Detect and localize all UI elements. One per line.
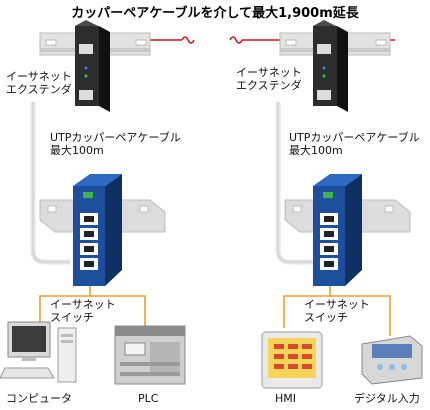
- device-label-digital-input: デジタル入力: [354, 392, 420, 405]
- device-label-hmi: HMI: [275, 392, 297, 405]
- diagram-title: カッパーペアケーブルを介して最大1,900m延長: [71, 6, 359, 21]
- ethernet-extender-right: [313, 20, 348, 112]
- device-label-plc: PLC: [138, 392, 159, 405]
- computer-icon: [0, 321, 77, 383]
- hmi-icon: [261, 331, 323, 389]
- switch-label-right: イーサネット スイッチ: [304, 298, 370, 324]
- plc-icon: [114, 325, 186, 385]
- device-label-computer: コンピュータ: [6, 392, 72, 405]
- ethernet-switch-left: [73, 174, 122, 286]
- ethernet-extender-left: [75, 20, 110, 112]
- cable-label-right: UTPカッパーペアケーブル 最大100m: [289, 131, 420, 157]
- digital-input-icon: [361, 335, 423, 385]
- ethernet-links-left: [39, 286, 146, 328]
- utp-cable-right: [275, 102, 313, 265]
- cable-label-left: UTPカッパーペアケーブル 最大100m: [50, 131, 181, 157]
- utp-cable-left: [30, 102, 70, 265]
- switch-label-left: イーサネット スイッチ: [50, 298, 116, 324]
- extender-label-left: イーサネット エクステンダ: [6, 70, 72, 96]
- extender-label-right: イーサネット エクステンダ: [236, 66, 302, 92]
- ethernet-switch-right: [313, 174, 362, 286]
- ethernet-links-right: [283, 286, 391, 336]
